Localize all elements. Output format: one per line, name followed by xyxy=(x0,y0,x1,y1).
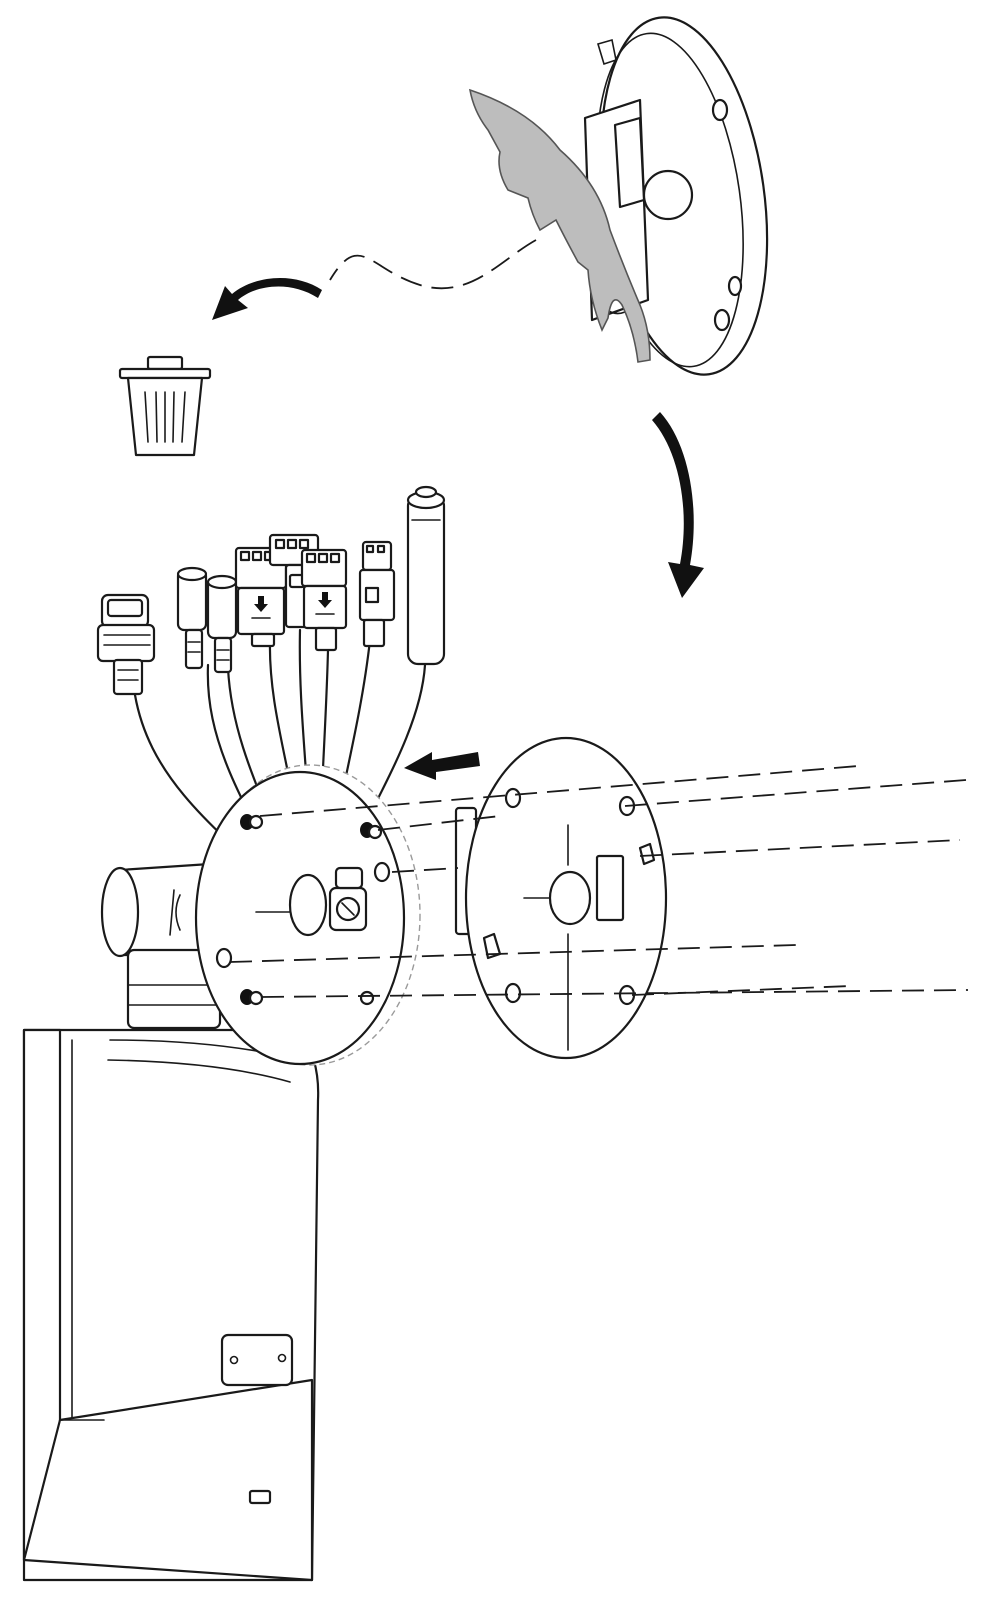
camera-body xyxy=(22,860,320,1582)
discard-path-line xyxy=(329,239,537,290)
network-connector xyxy=(96,593,156,696)
mounting-base-back-view xyxy=(583,16,769,376)
curved-arrow-icon xyxy=(212,278,322,320)
straight-arrow-icon xyxy=(404,752,480,780)
terminal-connector-4 xyxy=(358,540,396,648)
trash-bin-icon xyxy=(118,355,212,457)
barrel-connector-2 xyxy=(206,574,238,674)
adhesive-film xyxy=(468,88,651,363)
terminal-connector-3 xyxy=(300,548,348,652)
mounting-plate-front xyxy=(454,736,668,1060)
curved-arrow-icon xyxy=(652,412,704,598)
barrel-connector-1 xyxy=(176,566,208,670)
long-plug-connector xyxy=(406,485,446,666)
camera-junction-disc xyxy=(194,764,421,1066)
alignment-lines xyxy=(229,765,969,998)
